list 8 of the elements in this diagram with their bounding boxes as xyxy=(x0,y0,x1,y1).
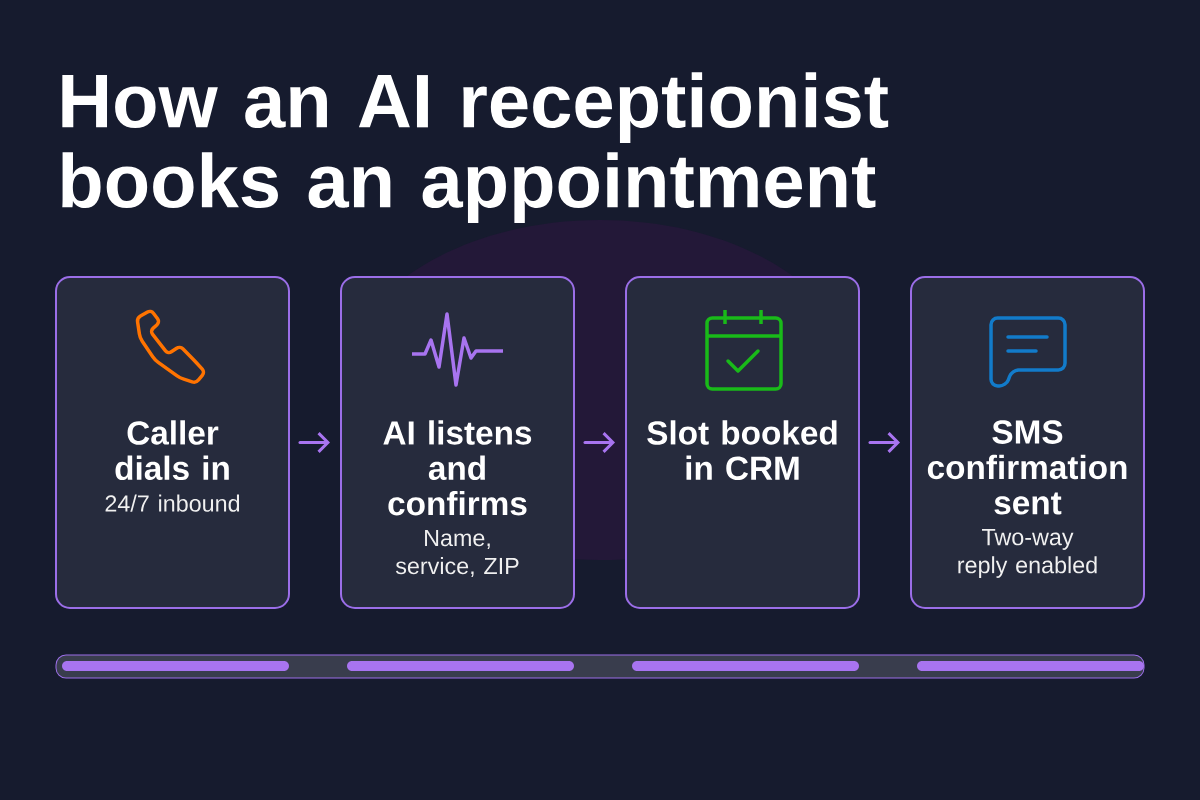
arrow xyxy=(868,432,900,453)
step-card: Caller dials in 24/7 inbound xyxy=(55,276,290,609)
step-card: AI listens and confirms Name, service, ZIP xyxy=(340,276,575,609)
step-card: Slot booked in CRM xyxy=(625,276,860,609)
arrow xyxy=(583,432,615,453)
title: How an AI receptionist books an appointment xyxy=(62,72,889,224)
step-card: SMS confirmation sent Two-way reply enabled xyxy=(910,276,1145,609)
arrow xyxy=(298,432,330,453)
